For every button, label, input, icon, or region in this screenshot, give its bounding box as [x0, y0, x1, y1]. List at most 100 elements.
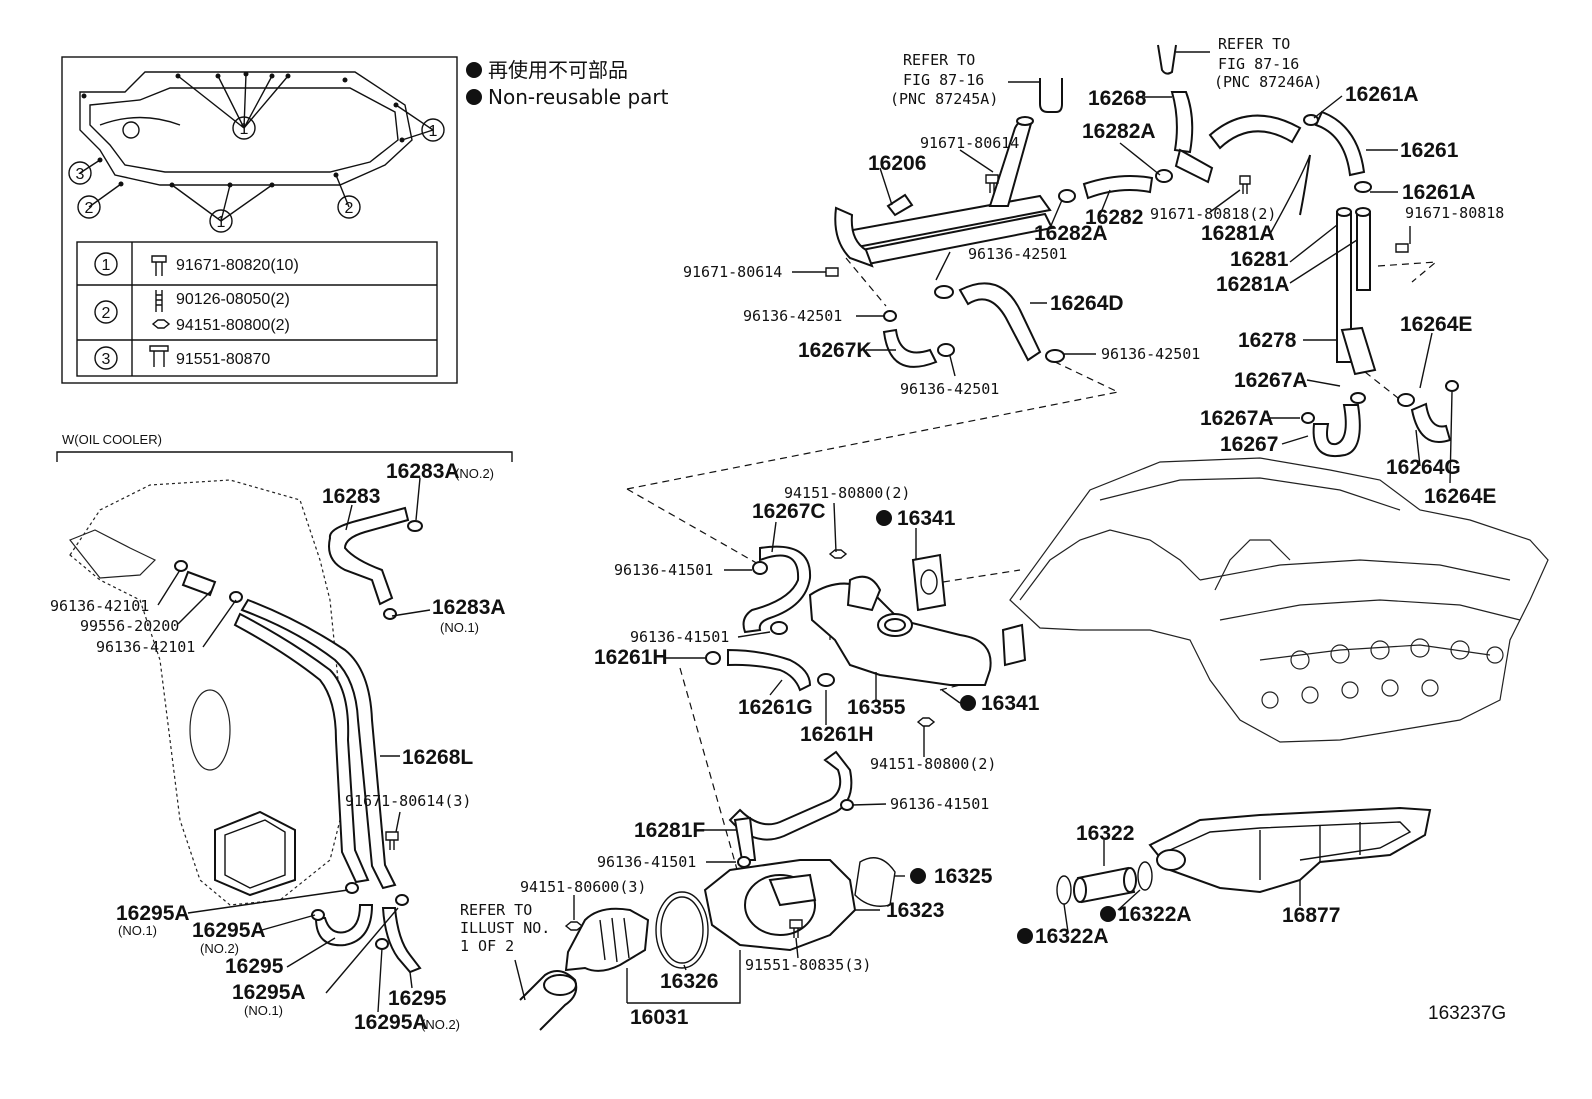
- label-96136-42501-d: 96136-42501: [1101, 345, 1200, 363]
- table-row-2-part-a: 90126-08050(2): [176, 291, 290, 308]
- label-16282A-b: 16282A: [1034, 222, 1108, 245]
- svg-text:1: 1: [217, 214, 226, 231]
- label-96136-41501-d: 96136-41501: [597, 853, 696, 871]
- label-16278: 16278: [1238, 329, 1297, 352]
- label-16323: 16323: [886, 899, 944, 922]
- label-16295-b: 16295: [388, 987, 447, 1010]
- label-16283A-b: 16283A: [432, 596, 506, 619]
- label-16283A-a: 16283A: [386, 460, 460, 483]
- oil-pan-gasket-outline: [79, 71, 413, 186]
- label-16261A-b: 16261A: [1402, 181, 1476, 204]
- table-row-2-part-b: 94151-80800(2): [176, 317, 290, 334]
- table-row-3-part: 91551-80870: [176, 351, 270, 368]
- label-16341-a: 16341: [897, 507, 956, 530]
- label-16264E-a: 16264E: [1400, 313, 1472, 336]
- fastener-table: 1 91671-80820(10) 2 90126-08050(2) 94151…: [76, 241, 438, 377]
- refer-note-right: REFER TO FIG 87-16 (PNC 87246A): [1214, 35, 1322, 91]
- label-96136-42501-c: 96136-42501: [900, 380, 999, 398]
- label-16031: 16031: [630, 1006, 689, 1029]
- label-16281F: 16281F: [634, 819, 705, 842]
- oil-cooler-title: W(OIL COOLER): [62, 432, 162, 447]
- filled-circle-icon: [466, 62, 482, 78]
- non-reusable-mark-icon: [960, 695, 976, 711]
- label-99556-20200: 99556-20200: [80, 617, 179, 635]
- svg-text:1 OF 2: 1 OF 2: [460, 937, 514, 955]
- label-16283A-a-sub: (NO.2): [455, 466, 494, 481]
- inset-panel: 1 1 1 2 2 3 1: [61, 56, 458, 384]
- label-16268: 16268: [1088, 87, 1147, 110]
- label-16261H-a: 16261H: [594, 646, 668, 669]
- non-reusable-mark-icon: [1100, 906, 1116, 922]
- label-96136-41501-b: 96136-41501: [630, 628, 729, 646]
- inset-callout-3: 3: [68, 161, 92, 185]
- table-row-2-num: 2: [102, 305, 111, 322]
- label-16283A-b-sub: (NO.1): [440, 620, 479, 635]
- label-16267A-b: 16267A: [1200, 407, 1274, 430]
- label-16267K: 16267K: [798, 339, 872, 362]
- svg-text:(PNC 87246A): (PNC 87246A): [1214, 73, 1322, 91]
- label-16322A-b: 16322A: [1035, 925, 1109, 948]
- water-outlet-assembly: [705, 545, 1027, 868]
- non-reusable-mark-icon: [876, 510, 892, 526]
- label-16295A-d: 16295A: [354, 1011, 428, 1034]
- label-96136-41501-a: 96136-41501: [614, 561, 713, 579]
- engine-block: [1009, 457, 1549, 743]
- label-16282A-a: 16282A: [1082, 120, 1156, 143]
- label-16267A-a: 16267A: [1234, 369, 1308, 392]
- non-reusable-mark-icon: [910, 868, 926, 884]
- label-16261A-a: 16261A: [1345, 83, 1419, 106]
- label-16264G: 16264G: [1386, 456, 1461, 479]
- label-16877: 16877: [1282, 904, 1340, 927]
- label-16281A-b: 16281A: [1216, 273, 1290, 296]
- label-16326: 16326: [660, 970, 718, 993]
- svg-text:1: 1: [240, 121, 249, 138]
- svg-text:FIG 87-16: FIG 87-16: [903, 71, 984, 89]
- label-16281A-a: 16281A: [1201, 222, 1275, 245]
- inset-callout-1c: 1: [209, 209, 233, 233]
- upper-coolant-pipes: [825, 44, 1459, 458]
- svg-text:ILLUST NO.: ILLUST NO.: [460, 919, 550, 937]
- label-16322: 16322: [1076, 822, 1134, 845]
- label-16264D: 16264D: [1050, 292, 1124, 315]
- label-16295A-a-sub: (NO.1): [118, 923, 157, 938]
- label-16267: 16267: [1220, 433, 1278, 456]
- label-96136-42501-a: 96136-42501: [968, 245, 1067, 263]
- label-16325: 16325: [934, 865, 993, 888]
- stud-icon: [155, 290, 163, 312]
- label-16295A-c: 16295A: [232, 981, 306, 1004]
- inset-callout-2b: 2: [337, 195, 361, 219]
- nut-icon: [151, 319, 171, 329]
- label-16261: 16261: [1400, 139, 1459, 162]
- label-16322A-a: 16322A: [1118, 903, 1192, 926]
- label-96136-42501-b: 96136-42501: [743, 307, 842, 325]
- label-16267C: 16267C: [752, 500, 826, 523]
- part-labels: 16206 91671-80614 91671-80614 16282A 162…: [50, 83, 1506, 1034]
- oil-cooler-section: W(OIL COOLER): [56, 432, 513, 974]
- label-16264E-b: 16264E: [1424, 485, 1496, 508]
- svg-text:REFER TO: REFER TO: [1218, 35, 1290, 53]
- label-96136-42101-a: 96136-42101: [50, 597, 149, 615]
- label-91551-80835: 91551-80835(3): [745, 956, 871, 974]
- svg-text:(PNC 87245A): (PNC 87245A): [890, 90, 998, 108]
- legend-english: Non-reusable part: [488, 85, 669, 109]
- label-16295A-a: 16295A: [116, 902, 190, 925]
- label-16295A-c-sub: (NO.1): [244, 1003, 283, 1018]
- bolt-icon: [151, 255, 167, 276]
- svg-text:FIG 87-16: FIG 87-16: [1218, 55, 1299, 73]
- label-16283: 16283: [322, 485, 380, 508]
- refer-note-bottom: REFER TO ILLUST NO. 1 OF 2: [460, 901, 550, 955]
- label-16281: 16281: [1230, 248, 1289, 271]
- oil-pan-assembly: [1056, 806, 1432, 905]
- label-16355: 16355: [847, 696, 906, 719]
- non-reusable-mark-icon: [1017, 928, 1033, 944]
- svg-text:2: 2: [85, 200, 94, 217]
- inset-callout-1b: 1: [421, 118, 445, 142]
- label-16295A-b: 16295A: [192, 919, 266, 942]
- label-91671-80614-a: 91671-80614: [920, 134, 1019, 152]
- figure-id: 163237G: [1428, 1003, 1506, 1024]
- flange-bolt-icon: [149, 345, 169, 367]
- label-16261G: 16261G: [738, 696, 813, 719]
- label-96136-42101-b: 96136-42101: [96, 638, 195, 656]
- label-16261H-b: 16261H: [800, 723, 874, 746]
